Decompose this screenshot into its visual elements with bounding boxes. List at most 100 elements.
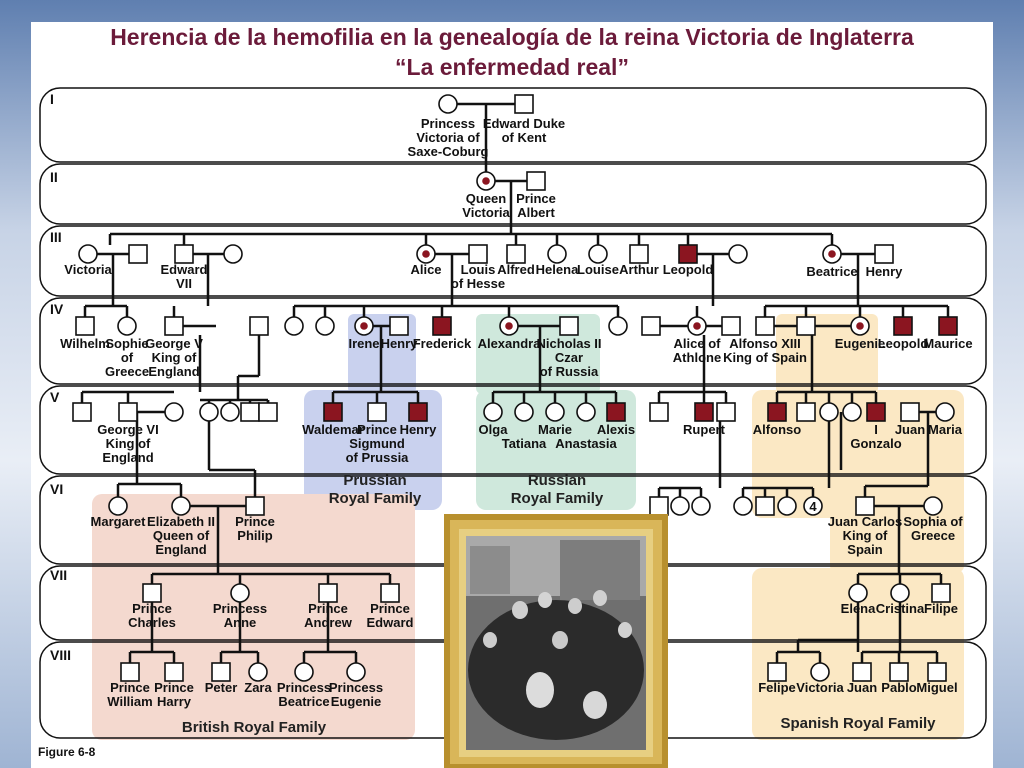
- person-unnamed-8: [721, 316, 741, 336]
- label-miguel: Miguel: [916, 680, 957, 695]
- person-elizabeth: [171, 496, 191, 516]
- person-cristina: [890, 583, 910, 603]
- person-sophie: [117, 316, 137, 336]
- person-unnamed-12: [199, 402, 219, 422]
- label-irene: Irene: [348, 336, 379, 351]
- person-marie: [545, 402, 565, 422]
- person-wilhelm: [75, 316, 95, 336]
- person-eugenie8: [346, 662, 366, 682]
- label-henry5: Henry: [400, 422, 438, 437]
- person-sophia: [923, 496, 943, 516]
- person-olga: [483, 402, 503, 422]
- person-helena: [547, 244, 567, 264]
- person-unnamed-24: [733, 496, 753, 516]
- label-filipe: Filipe: [924, 601, 958, 616]
- person-charles: [142, 583, 162, 603]
- page-subtitle: “La enfermedad real”: [395, 54, 629, 80]
- person-maurice: [938, 316, 958, 336]
- person-alfonso5: [767, 402, 787, 422]
- russian-region: [476, 390, 636, 510]
- person-peter: [211, 662, 231, 682]
- label-victoria: Victoria: [64, 262, 112, 277]
- person-unnamed-19: [819, 402, 839, 422]
- person-alexandra: [499, 316, 519, 336]
- label-tatiana: Tatiana: [502, 436, 547, 451]
- person-unnamed-6: [608, 316, 628, 336]
- label-cristina: Cristina: [876, 601, 925, 616]
- person-unnamed-10: [72, 402, 92, 422]
- royal-family-photo: [444, 514, 668, 768]
- person-george_v: [164, 316, 184, 336]
- label-pablo: Pablo: [881, 680, 916, 695]
- label-olga: Olga: [479, 422, 509, 437]
- person-alexis: [606, 402, 626, 422]
- person-edward_vii: [174, 244, 194, 264]
- person-alfred: [506, 244, 526, 264]
- person-juan_carlos: [855, 496, 875, 516]
- label-british: British Royal Family: [182, 719, 327, 736]
- generation-label-2: II: [50, 169, 58, 185]
- page-title: Herencia de la hemofilia en la genealogí…: [110, 24, 914, 50]
- person-henry4: [389, 316, 409, 336]
- person-unnamed-14: [240, 402, 260, 422]
- label-anastasia: Anastasia: [555, 436, 617, 451]
- label-wilhelm: Wilhelm: [60, 336, 110, 351]
- person-felipe: [767, 662, 787, 682]
- person-edward7: [380, 583, 400, 603]
- label-elena: Elena: [841, 601, 876, 616]
- person-leopold4: [893, 316, 913, 336]
- figure-caption: Figure 6-8: [38, 745, 96, 759]
- person-victoria8: [810, 662, 830, 682]
- person-victoria_sc: [438, 94, 458, 114]
- person-alice: [416, 244, 436, 264]
- person-unnamed-11: [164, 402, 184, 422]
- person-unnamed-15: [258, 402, 278, 422]
- pedigree-lines: [80, 102, 950, 663]
- person-anastasia: [576, 402, 596, 422]
- person-juan8: [852, 662, 872, 682]
- generation-label-7: VII: [50, 567, 67, 583]
- label-eugenie4: Eugenie: [835, 336, 886, 351]
- person-margaret: [108, 496, 128, 516]
- person-nicholas: [559, 316, 579, 336]
- label-louise: Louise: [577, 262, 619, 277]
- person-beatrice: [822, 244, 842, 264]
- sibling-count-marker: 4: [803, 496, 823, 516]
- person-unnamed-5: [315, 316, 335, 336]
- person-louis_hesse: [468, 244, 488, 264]
- person-zara: [248, 662, 268, 682]
- label-victoria8: Victoria: [796, 680, 844, 695]
- person-unnamed-22: [670, 496, 690, 516]
- label-alice: Alice: [410, 262, 441, 277]
- person-unnamed-13: [220, 402, 240, 422]
- person-sigmund: [367, 402, 387, 422]
- person-queen_victoria: [476, 171, 496, 191]
- label-margaret: Margaret: [91, 514, 147, 529]
- person-pablo: [889, 662, 909, 682]
- label-rupert: Rupert: [683, 422, 726, 437]
- label-henry3: Henry: [866, 264, 904, 279]
- person-unnamed-3: [249, 316, 269, 336]
- person-henry3: [874, 244, 894, 264]
- person-frederick: [432, 316, 452, 336]
